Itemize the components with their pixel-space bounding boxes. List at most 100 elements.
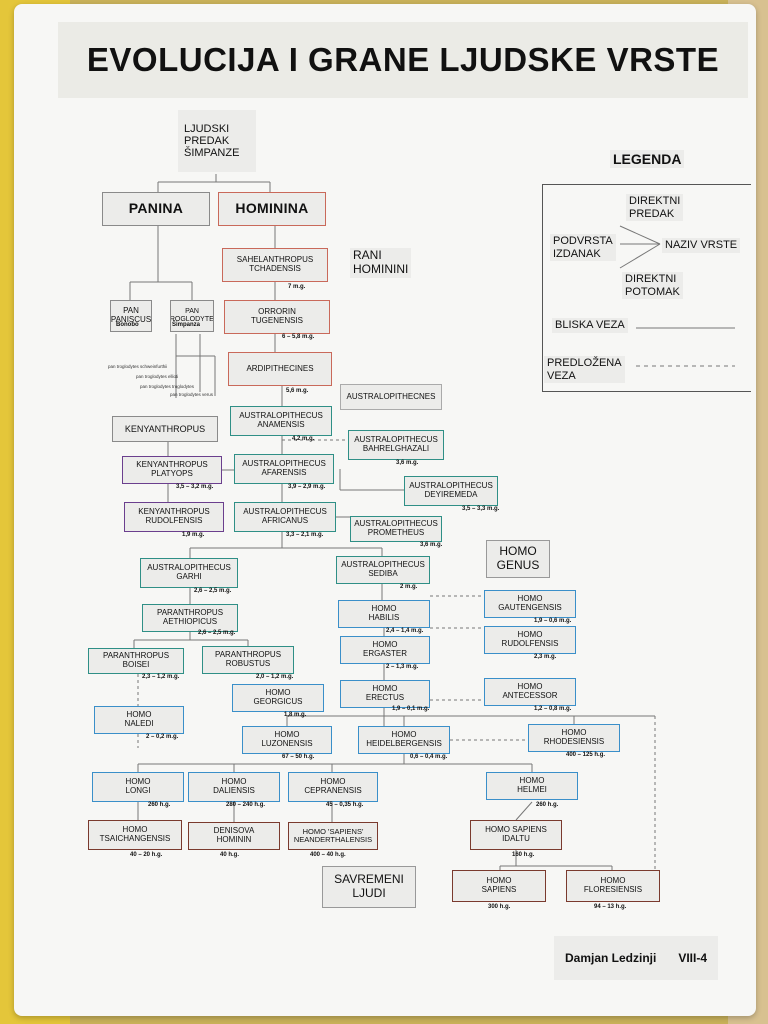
node-au-deyiremeda: AUSTRALOPITHECUS DEYIREMEDA	[404, 476, 498, 506]
node-h-daliensis: HOMO DALIENSIS	[188, 772, 280, 802]
date-h-rudolfensis: 2,3 m.g.	[534, 654, 557, 660]
date-h-georgicus: 1,8 m.g.	[284, 712, 307, 718]
node-hominina: HOMININA	[218, 192, 326, 226]
poster-title: EVOLUCIJA I GRANE LJUDSKE VRSTE	[58, 22, 748, 98]
date-h-longi: 260 h.g.	[148, 802, 171, 808]
node-au-bahrelghazali: AUSTRALOPITHECUS BAHRELGHAZALI	[348, 430, 444, 460]
date-au-afarensis: 3,9 – 2,9 m.g.	[288, 484, 326, 490]
node-au-sediba: AUSTRALOPITHECUS SEDIBA	[336, 556, 430, 584]
pan-subspecies-2: pan troglodytes ellioti	[136, 374, 179, 379]
node-h-antecessor: HOMO ANTECESSOR	[484, 678, 576, 706]
date-p-aethiopicus: 2,6 – 2,5 m.g.	[198, 630, 236, 636]
date-k-rudolfensis: 1,9 m.g.	[182, 532, 205, 538]
node-orrorin: ORRORIN TUGENENSIS	[224, 300, 330, 334]
node-h-longi: HOMO LONGI	[92, 772, 184, 802]
node-h-georgicus: HOMO GEORGICUS	[232, 684, 324, 712]
legend-species-name: NAZIV VRSTE	[662, 238, 741, 253]
date-k-platyops: 3,5 – 3,2 m.g.	[176, 484, 214, 490]
date-au-africanus: 3,3 – 2,1 m.g.	[286, 532, 324, 538]
label-homo-genus: HOMO GENUS	[486, 540, 550, 578]
date-h-ergaster: 2 – 1,3 m.g.	[386, 664, 419, 670]
date-h-erectus: 1,9 – 0,1 m.g.	[392, 706, 430, 712]
legend-proposed-relation: PREDLOŽENA VEZA	[544, 356, 625, 384]
node-h-tsaichangensis: HOMO TSAICHANGENSIS	[88, 820, 182, 850]
node-h-sapiens-idaltu: HOMO SAPIENS IDALTU	[470, 820, 562, 850]
node-ardipithecines: ARDIPITHECINES	[228, 352, 332, 386]
node-h-luzonensis: HOMO LUZONENSIS	[242, 726, 332, 754]
legend-direct-ancestor: DIREKTNI PREDAK	[626, 194, 684, 222]
node-h-helmei: HOMO HELMEI	[486, 772, 578, 800]
pan-subspecies-4: pan troglodytes verus	[170, 392, 214, 397]
date-h-cepranensis: 45 – 0,35 h.g.	[326, 802, 364, 808]
date-h-daliensis: 280 – 240 h.g.	[226, 802, 266, 808]
node-h-rhodesiensis: HOMO RHODESIENSIS	[528, 724, 620, 752]
date-h-sapiens: 300 h.g.	[488, 904, 511, 910]
node-h-heidelbergensis: HOMO HEIDELBERGENSIS	[358, 726, 450, 754]
date-h-neanderthalensis: 400 – 40 h.g.	[310, 852, 346, 858]
date-p-robustus: 2,0 – 1,2 m.g.	[256, 674, 294, 680]
node-kenyanthropus: KENYANTHROPUS	[112, 416, 218, 442]
node-h-erectus: HOMO ERECTUS	[340, 680, 430, 708]
node-australopithecines: AUSTRALOPITHECNES	[340, 384, 442, 410]
date-au-bahrelghazali: 3,6 m.g.	[396, 460, 419, 466]
date-sahelanthropus: 7 m.g.	[288, 284, 306, 290]
date-h-helmei: 260 h.g.	[536, 802, 559, 808]
node-h-floresiensis: HOMO FLORESIENSIS	[566, 870, 660, 902]
date-denisova: 40 h.g.	[220, 852, 240, 858]
date-h-floresiensis: 94 – 13 h.g.	[594, 904, 627, 910]
node-sahelanthropus: SAHELANTHROPUS TCHADENSIS	[222, 248, 328, 282]
node-p-boisei: PARANTHROPUS BOISEI	[88, 648, 184, 674]
node-au-afarensis: AUSTRALOPITHECUS AFARENSIS	[234, 454, 334, 484]
date-h-gautengensis: 1,9 – 0,6 m.g.	[534, 618, 572, 624]
date-au-deyiremeda: 3,5 – 3,3 m.g.	[462, 506, 500, 512]
node-k-rudolfensis: KENYANTHROPUS RUDOLFENSIS	[124, 502, 224, 532]
legend-title: LEGENDA	[610, 150, 685, 169]
date-ardipithecines: 5,6 m.g.	[286, 388, 309, 394]
node-h-habilis: HOMO HABILIS	[338, 600, 430, 628]
node-panina: PANINA	[102, 192, 210, 226]
date-h-sapiens-idaltu: 160 h.g.	[512, 852, 535, 858]
node-au-africanus: AUSTRALOPITHECUS AFRICANUS	[234, 502, 336, 532]
pan-subspecies-1: pan troglodytes schweinfurthii	[108, 364, 168, 369]
date-p-boisei: 2,3 – 1,2 m.g.	[142, 674, 180, 680]
author-class: VIII-4	[678, 951, 707, 965]
label-modern-humans: SAVREMENI LJUDI	[322, 866, 416, 908]
date-h-luzonensis: 67 – 50 h.g.	[282, 754, 315, 760]
date-orrorin: 6 – 5,8 m.g.	[282, 334, 315, 340]
date-h-antecessor: 1,2 – 0,8 m.g.	[534, 706, 572, 712]
date-au-sediba: 2 m.g.	[400, 584, 418, 590]
node-h-ergaster: HOMO ERGASTER	[340, 636, 430, 664]
node-h-naledi: HOMO NALEDI	[94, 706, 184, 734]
node-au-anamensis: AUSTRALOPITHECUS ANAMENSIS	[230, 406, 332, 436]
legend-direct-descendant: DIREKTNI POTOMAK	[622, 272, 683, 300]
node-p-aethiopicus: PARANTHROPUS AETHIOPICUS	[142, 604, 238, 632]
label-early-hominins: RANI HOMININI	[350, 248, 412, 278]
date-h-habilis: 2,4 – 1,4 m.g.	[386, 628, 424, 634]
node-h-rudolfensis: HOMO RUDOLFENSIS	[484, 626, 576, 654]
node-k-platyops: KENYANTHROPUS PLATYOPS	[122, 456, 222, 484]
author-label: Damjan Ledzinji VIII-4	[554, 936, 718, 980]
node-h-neanderthalensis: HOMO 'SAPIENS' NEANDERTHALENSIS	[288, 822, 378, 850]
pan-subspecies-3: pan troglodytes troglodytes	[140, 384, 195, 389]
date-au-anamensis: 4,2 m.g.	[292, 436, 315, 442]
node-pan-paniscus: PAN PANISCUS	[110, 300, 152, 332]
date-h-naledi: 2 – 0,2 m.g.	[146, 734, 179, 740]
legend-subspecies: PODVRSTA IZDANAK	[550, 234, 616, 262]
node-denisova: DENISOVA HOMININ	[188, 822, 280, 850]
date-h-heidelbergensis: 0,6 – 0,4 m.g.	[410, 754, 448, 760]
legend-box	[542, 184, 751, 392]
date-pan-paniscus: Bonobo	[116, 322, 139, 328]
node-au-prometheus: AUSTRALOPITHECUS PROMETHEUS	[350, 516, 442, 542]
node-p-robustus: PARANTHROPUS ROBUSTUS	[202, 646, 294, 674]
node-root: LJUDSKI PREDAK ŠIMPANZE	[178, 110, 256, 172]
node-h-cepranensis: HOMO CEPRANENSIS	[288, 772, 378, 802]
node-au-garhi: AUSTRALOPITHECUS GARHI	[140, 558, 238, 588]
legend-close-relation: BLISKA VEZA	[552, 318, 628, 333]
date-au-prometheus: 3,6 m.g.	[420, 542, 443, 548]
date-h-tsaichangensis: 40 – 20 h.g.	[130, 852, 163, 858]
date-h-rhodesiensis: 400 – 125 h.g.	[566, 752, 606, 758]
date-pan-troglodytes: Šimpanza	[172, 322, 201, 328]
date-au-garhi: 2,6 – 2,5 m.g.	[194, 588, 232, 594]
node-h-gautengensis: HOMO GAUTENGENSIS	[484, 590, 576, 618]
